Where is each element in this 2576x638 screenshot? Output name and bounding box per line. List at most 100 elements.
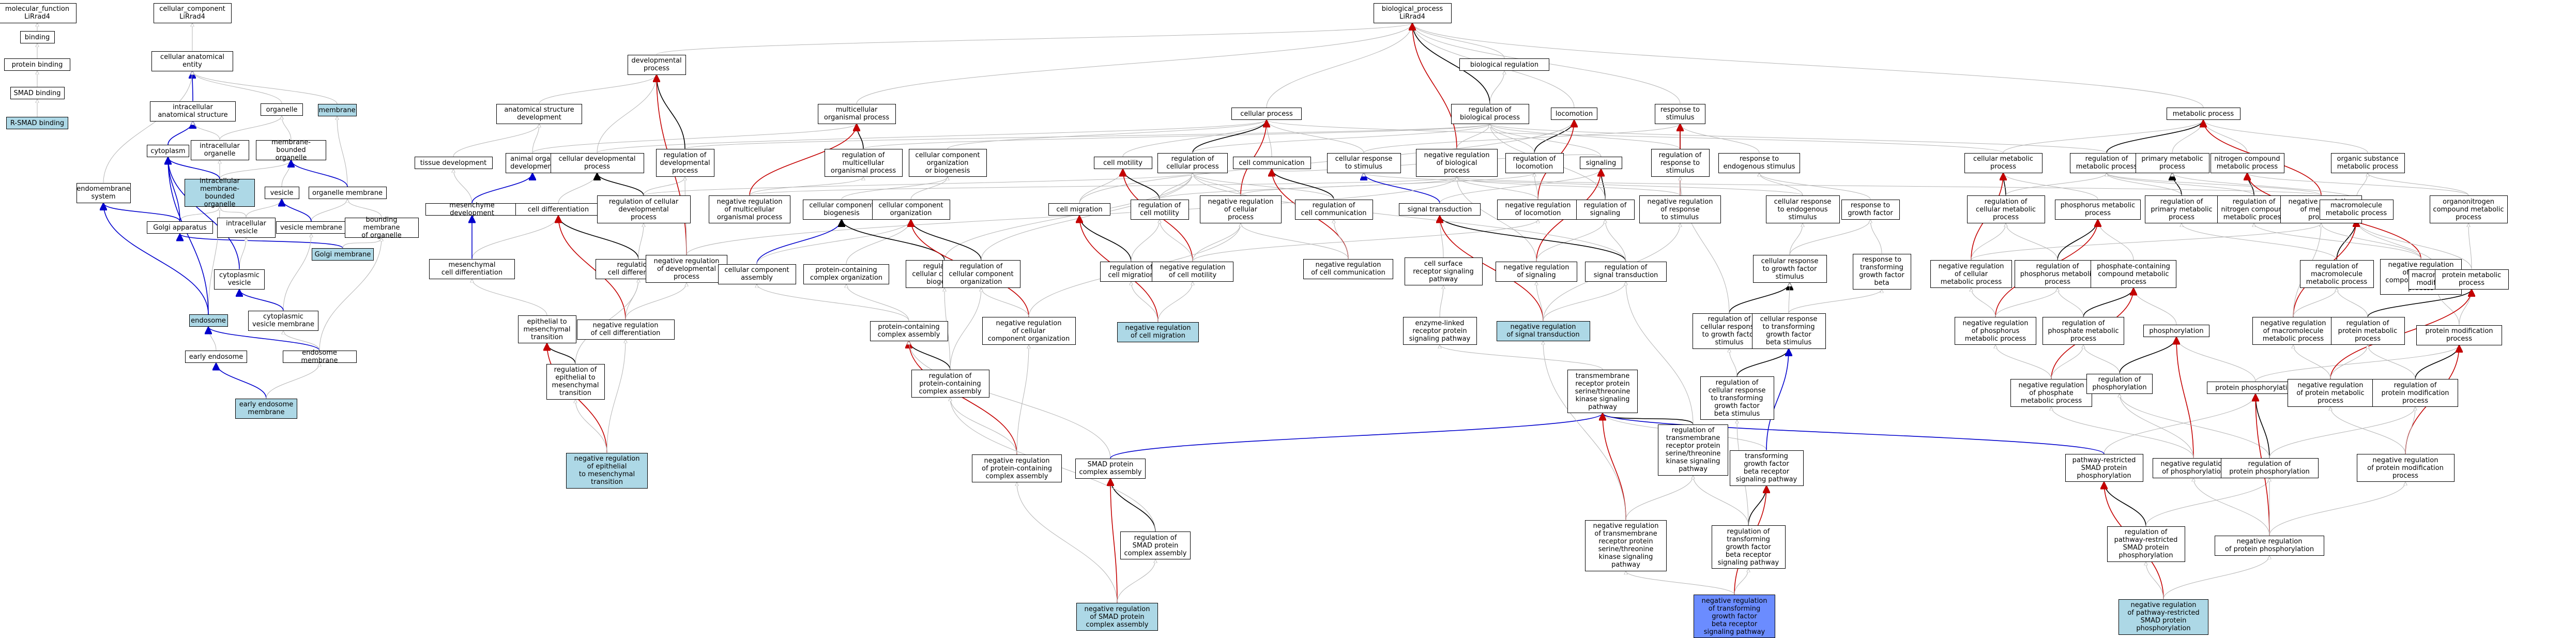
term-node-cytvesmem[interactable]: cytoplasmic vesicle membrane — [248, 310, 318, 331]
term-node-mf[interactable]: molecular_function LiRrad4 — [0, 3, 77, 23]
term-node-golgi[interactable]: Golgi apparatus — [147, 221, 213, 234]
term-node-regphosphatemet[interactable]: regulation of phosphate metabolic proces… — [2042, 317, 2124, 345]
term-node-negregprotmet[interactable]: negative regulation of protein metabolic… — [2288, 379, 2373, 407]
term-node-phosphorylation[interactable]: phosphorylation — [2143, 325, 2209, 337]
term-node-pcca[interactable]: protein-containing complex assembly — [870, 321, 948, 341]
term-node-regresp[interactable]: regulation of response to stimulus — [1651, 149, 1710, 177]
term-node-cellmig[interactable]: cell migration — [1048, 203, 1110, 216]
term-node-tissuedev[interactable]: tissue development — [414, 157, 493, 169]
term-node-cytoplasm[interactable]: cytoplasm — [147, 145, 189, 157]
term-node-smadb[interactable]: SMAD binding — [10, 87, 65, 99]
term-node-regsmadpca[interactable]: regulation of SMAD protein complex assem… — [1120, 531, 1191, 559]
term-node-earlyendomem[interactable]: early endosome membrane — [235, 398, 297, 419]
term-node-macromet[interactable]: macromolecule metabolic process — [2319, 199, 2394, 220]
term-node-regphosphorylation[interactable]: regulation of phosphorylation — [2086, 373, 2153, 394]
term-node-resp[interactable]: response to stimulus — [1655, 103, 1705, 124]
term-node-negregprsmadphos[interactable]: negative regulation of pathway-restricte… — [2118, 599, 2208, 635]
term-node-binding[interactable]: binding — [20, 31, 55, 43]
term-node-ccorg[interactable]: cellular component organization — [872, 199, 950, 220]
term-node-regmet[interactable]: regulation of metabolic process — [2069, 153, 2144, 173]
term-node-mesdev[interactable]: mesenchyme development — [425, 202, 519, 217]
term-node-regcellresptgfb[interactable]: regulation of cellular response to trans… — [1700, 376, 1774, 420]
term-node-negregccorg[interactable]: negative regulation of cellular componen… — [982, 317, 1076, 345]
term-node-negregsig[interactable]: negative regulation of signaling — [1496, 261, 1577, 282]
term-node-cellresptgfb[interactable]: cellular response to transforming growth… — [1751, 313, 1826, 349]
term-node-locomotion[interactable]: locomotion — [1551, 108, 1597, 120]
term-node-regcellcomm[interactable]: regulation of cell communication — [1294, 199, 1373, 220]
term-node-ccob[interactable]: cellular component organization or bioge… — [908, 149, 987, 177]
term-node-negregbp[interactable]: negative regulation of biological proces… — [1416, 149, 1498, 177]
term-node-cellrespendo[interactable]: cellular response to endogenous stimulus — [1765, 195, 1840, 223]
term-node-mop[interactable]: multicellular organismal process — [817, 103, 896, 124]
term-node-tgfbrsp[interactable]: transforming growth factor beta receptor… — [1729, 450, 1804, 486]
term-node-biolreg[interactable]: biological regulation — [1459, 58, 1549, 71]
term-node-regccorg[interactable]: regulation of cellular component organiz… — [942, 260, 1020, 288]
term-node-onmet[interactable]: organonitrogen compound metabolic proces… — [2429, 195, 2508, 223]
term-node-regmop[interactable]: regulation of multicellular organismal p… — [824, 149, 903, 177]
term-node-rsmadb[interactable]: R-SMAD binding — [6, 117, 68, 129]
term-node-regpcca[interactable]: regulation of protein-containing complex… — [911, 370, 989, 398]
term-node-negregprotmod[interactable]: negative regulation of protein modificat… — [2356, 454, 2455, 482]
term-node-regmacromet[interactable]: regulation of macromolecule metabolic pr… — [2299, 260, 2374, 288]
term-node-endosys[interactable]: endomembrane system — [76, 183, 131, 203]
term-node-negregcelldiff[interactable]: negative regulation of cell differentiat… — [576, 319, 675, 340]
term-node-mescelldiff[interactable]: mesenchymal cell differentiation — [429, 259, 515, 279]
term-node-ics[interactable]: intracellular anatomical structure — [150, 101, 236, 121]
term-node-cellcomm[interactable]: cell communication — [1232, 157, 1311, 169]
term-node-vesicle[interactable]: vesicle — [264, 187, 299, 199]
term-node-respgf[interactable]: response to growth factor — [1841, 199, 1900, 220]
term-node-regtgfbrsp[interactable]: regulation of transforming growth factor… — [1711, 525, 1786, 569]
term-node-respendo[interactable]: response to endogenous stimulus — [1718, 153, 1800, 173]
term-node-negregresp[interactable]: negative regulation of response to stimu… — [1639, 195, 1721, 223]
term-node-enzrsp[interactable]: enzyme-linked receptor protein signaling… — [1403, 317, 1477, 345]
term-node-vesmem[interactable]: vesicle membrane — [276, 221, 346, 234]
term-node-cc[interactable]: cellular_component LiRrad4 — [153, 3, 232, 23]
term-node-signaling[interactable]: signaling — [1580, 157, 1622, 169]
term-node-protmod[interactable]: protein modification process — [2416, 325, 2502, 345]
term-node-regprotphos[interactable]: regulation of protein phosphorylation — [2220, 458, 2319, 478]
term-node-tmrsstk[interactable]: transmembrane receptor protein serine/th… — [1567, 370, 1638, 413]
term-node-membrane[interactable]: membrane — [317, 104, 357, 116]
term-node-cae[interactable]: cellular anatomical entity — [151, 51, 233, 71]
term-node-regsig[interactable]: regulation of signaling — [1576, 199, 1635, 220]
term-node-regtmrsstk[interactable]: regulation of transmembrane receptor pro… — [1658, 424, 1728, 476]
term-node-organelle[interactable]: organelle — [261, 103, 303, 116]
term-node-negregcellmot[interactable]: negative regulation of cell motility — [1152, 261, 1233, 282]
term-node-regcellmet[interactable]: regulation of cellular metabolic process — [1967, 195, 2045, 223]
term-node-negregsigtrans[interactable]: negative regulation of signal transducti… — [1496, 321, 1590, 341]
term-node-osmet[interactable]: organic substance metabolic process — [2330, 153, 2405, 173]
term-node-negregpcca[interactable]: negative regulation of protein-containin… — [972, 454, 1062, 482]
term-node-pbinding[interactable]: protein binding — [4, 58, 70, 71]
term-node-regprsmadphos[interactable]: regulation of pathway-restricted SMAD pr… — [2107, 526, 2185, 562]
term-node-negregprotphos[interactable]: negative regulation of protein phosphory… — [2215, 535, 2324, 556]
term-node-negregtmrsstk[interactable]: negative regulation of transmembrane rec… — [1585, 520, 1667, 571]
term-node-orgmem[interactable]: organelle membrane — [308, 187, 387, 199]
term-node-regcellmot[interactable]: regulation of cell motility — [1130, 199, 1189, 220]
term-node-cellproc[interactable]: cellular process — [1231, 108, 1302, 120]
term-node-regprotmet[interactable]: regulation of protein metabolic process — [2330, 317, 2405, 345]
term-node-sigtrans[interactable]: signal transduction — [1399, 203, 1481, 216]
term-node-asd[interactable]: anatomical structure development — [496, 103, 582, 124]
term-node-devproc[interactable]: developmental process — [627, 54, 686, 75]
term-node-golgimem[interactable]: Golgi membrane — [312, 248, 374, 261]
term-node-negregsmadpca[interactable]: negative regulation of SMAD protein comp… — [1076, 603, 1158, 631]
term-node-regloco[interactable]: regulation of locomotion — [1505, 153, 1564, 173]
term-node-protmet[interactable]: protein metabolic process — [2434, 269, 2509, 290]
term-node-regcellproc[interactable]: regulation of cellular process — [1157, 153, 1228, 173]
term-node-intorg[interactable]: intracellular organelle — [190, 140, 249, 160]
term-node-negregmop[interactable]: negative regulation of multicellular org… — [709, 195, 790, 223]
term-node-pcco[interactable]: protein-containing complex organization — [803, 264, 889, 284]
term-node-regbp[interactable]: regulation of biological process — [1451, 103, 1529, 124]
term-node-cellrespgf[interactable]: cellular response to growth factor stimu… — [1752, 255, 1827, 283]
term-node-negregtgfbrsp[interactable]: negative regulation of transforming grow… — [1694, 595, 1775, 638]
term-node-phosmet[interactable]: phosphorus metabolic process — [2055, 199, 2141, 220]
term-node-cytves[interactable]: cytoplasmic vesicle — [214, 269, 265, 290]
term-node-csrsp[interactable]: cell surface receptor signaling pathway — [1404, 257, 1483, 285]
term-node-imbo[interactable]: intracellular membrane-bounded organelle — [185, 177, 255, 208]
term-node-celldiff[interactable]: cell differentiation — [515, 203, 601, 216]
term-node-cellresp[interactable]: cellular response to stimulus — [1327, 153, 1401, 173]
term-node-cellmet[interactable]: cellular metabolic process — [1964, 153, 2042, 173]
term-node-regphosmet[interactable]: regulation of phosphorus metabolic proce… — [2015, 260, 2100, 288]
term-node-endomem[interactable]: endosome membrane — [282, 349, 357, 364]
term-node-regprotmod[interactable]: regulation of protein modification proce… — [2372, 379, 2458, 407]
